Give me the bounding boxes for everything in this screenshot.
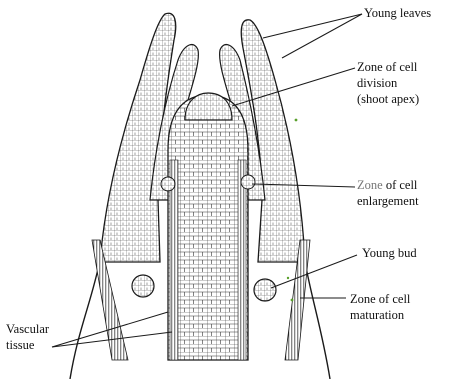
leaf-primordium-left xyxy=(161,177,175,191)
label-of-cell: of cell xyxy=(386,178,418,192)
shoot-column xyxy=(168,95,248,360)
shoot-apex-dome xyxy=(185,93,232,120)
label-vascular-tissue: Vascular tissue xyxy=(6,322,49,352)
label-young-leaves: Young leaves xyxy=(364,6,431,20)
green-speck xyxy=(287,277,289,279)
leader-young-leaves-1 xyxy=(263,14,362,38)
young-bud-left xyxy=(132,275,154,297)
label-zone-cell-division-line3: (shoot apex) xyxy=(357,92,419,106)
label-young-bud: Young bud xyxy=(362,246,417,260)
leader-young-leaves-2 xyxy=(282,14,362,58)
label-zone-cell-division: Zone of cell division (shoot apex) xyxy=(357,60,419,106)
vascular-strand-right xyxy=(238,160,246,360)
green-speck xyxy=(295,119,298,122)
label-zone-cell-maturation-line2: maturation xyxy=(350,308,410,322)
label-zone-cell-enlargement: Zone of cell enlargement xyxy=(357,178,419,208)
label-zone-cell-maturation-line1: Zone of cell xyxy=(350,292,410,306)
label-zone-word: Zone xyxy=(357,178,383,192)
green-speck xyxy=(291,299,294,302)
label-zone-cell-division-line2: division xyxy=(357,76,419,90)
label-vascular-tissue-line2: tissue xyxy=(6,338,49,352)
leaf-primordium-right xyxy=(241,175,255,189)
young-bud-right xyxy=(254,279,276,301)
label-zone-cell-enlargement-line2: enlargement xyxy=(357,194,419,208)
label-vascular-tissue-line1: Vascular xyxy=(6,322,49,336)
label-zone-cell-division-line1: Zone of cell xyxy=(357,60,419,74)
label-zone-cell-maturation: Zone of cell maturation xyxy=(350,292,410,322)
